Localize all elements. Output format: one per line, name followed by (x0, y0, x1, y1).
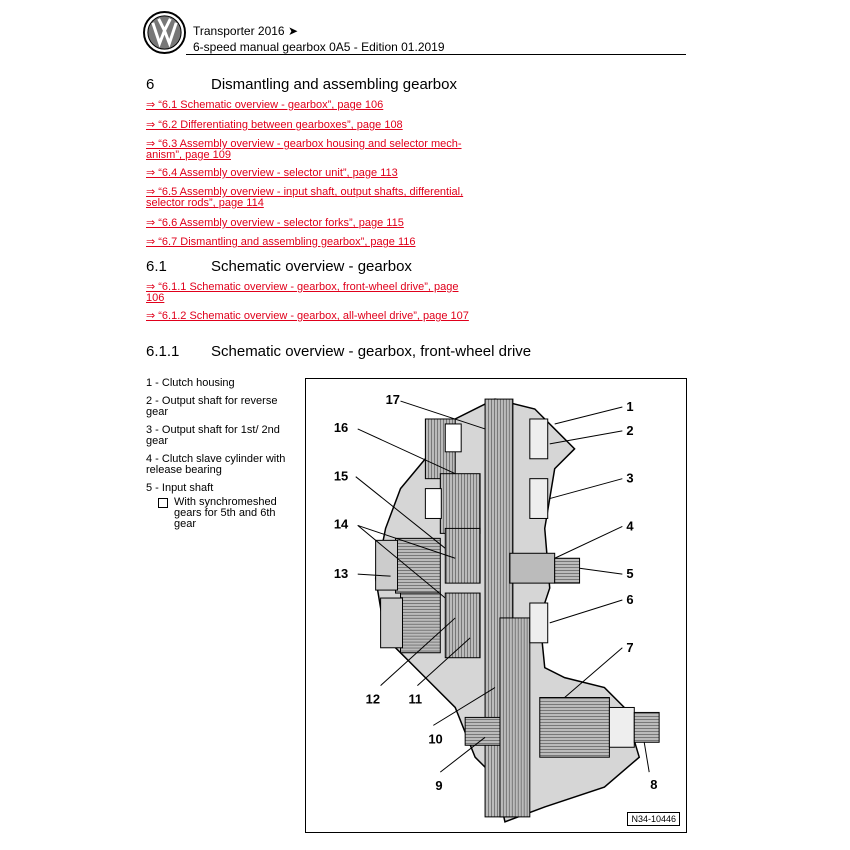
subsection-title: Schematic overview - gearbox (211, 258, 412, 275)
section-title: Dismantling and assembling gearbox (211, 76, 457, 93)
callout-17: 17 (386, 392, 400, 407)
callout-7: 7 (626, 640, 633, 655)
subsubsection-number: 6.1.1 (146, 343, 180, 360)
toc-link-6-1-1[interactable]: ⇒ “6.1.1 Schematic overview - gearbox, f… (146, 281, 459, 304)
legend-item: 1 - Clutch housing (146, 377, 235, 389)
figure-reference: N34-10446 (627, 812, 680, 826)
header-subtitle: 6-speed manual gearbox 0A5 - Edition 01.… (193, 40, 445, 54)
header-title: Transporter 2016 ➤ (193, 24, 298, 38)
callout-4: 4 (626, 518, 634, 533)
toc-link-6-1[interactable]: ⇒ “6.1 Schematic overview - gearbox”, pa… (146, 99, 384, 111)
legend-subitem: With synchromeshed gears for 5th and 6th… (158, 497, 296, 530)
toc-link-6-1-2[interactable]: ⇒ “6.1.2 Schematic overview - gearbox, a… (146, 310, 469, 322)
callout-8: 8 (650, 777, 657, 792)
toc-link-6-2[interactable]: ⇒ “6.2 Differentiating between gearboxes… (146, 119, 403, 131)
vw-logo (143, 11, 186, 54)
callout-3: 3 (626, 471, 633, 486)
legend-item: 5 - Input shaft (146, 482, 214, 494)
callout-11: 11 (408, 691, 422, 706)
callout-9: 9 (435, 778, 442, 793)
callout-1: 1 (626, 399, 633, 414)
callout-12: 12 (366, 691, 380, 706)
callout-10: 10 (428, 731, 442, 746)
legend-subitem-text: With synchromeshed gears for 5th and 6th… (174, 496, 277, 530)
subsubsection-title: Schematic overview - gearbox, front-whee… (211, 343, 532, 360)
callout-2: 2 (626, 423, 633, 438)
toc-link-6-3[interactable]: ⇒ “6.3 Assembly overview - gearbox housi… (146, 138, 462, 161)
callout-15: 15 (334, 469, 348, 484)
legend-item: 4 - Clutch slave cylinder with release b… (146, 453, 286, 476)
gearbox-schematic-figure: 1 2 3 4 5 6 7 8 9 10 11 12 13 14 15 16 1… (305, 378, 687, 833)
callout-5: 5 (626, 566, 633, 581)
subsection-number: 6.1 (146, 258, 167, 275)
checkbox-icon (158, 498, 168, 508)
header-divider (186, 54, 686, 55)
callout-6: 6 (626, 592, 633, 607)
toc-link-6-6[interactable]: ⇒ “6.6 Assembly overview - selector fork… (146, 217, 404, 229)
toc-link-6-7[interactable]: ⇒ “6.7 Dismantling and assembling gearbo… (146, 236, 416, 248)
parts-legend: 1 - Clutch housing 2 - Output shaft for … (146, 378, 296, 530)
legend-item: 2 - Output shaft for reverse gear (146, 395, 278, 418)
callout-13: 13 (334, 566, 348, 581)
section-number: 6 (146, 76, 155, 93)
legend-item: 3 - Output shaft for 1st/ 2nd gear (146, 424, 280, 447)
callout-14: 14 (334, 516, 349, 531)
toc-link-6-4[interactable]: ⇒ “6.4 Assembly overview - selector unit… (146, 167, 398, 179)
gearbox-drawing: 1 2 3 4 5 6 7 8 9 10 11 12 13 14 15 16 1… (334, 392, 660, 823)
callout-16: 16 (334, 420, 348, 435)
toc-link-6-5[interactable]: ⇒ “6.5 Assembly overview - input shaft, … (146, 186, 464, 209)
